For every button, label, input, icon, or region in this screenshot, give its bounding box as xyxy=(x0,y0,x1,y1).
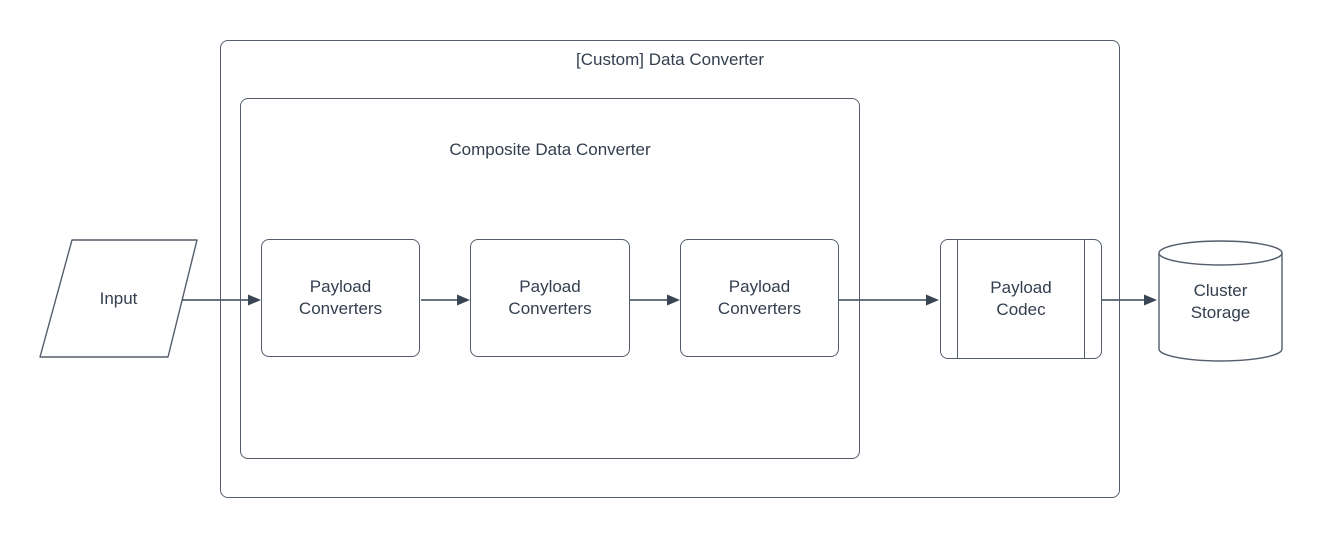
custom-data-converter-container xyxy=(220,40,1120,498)
cluster-storage-label-wrap: Cluster Storage xyxy=(1159,252,1282,352)
payload-codec-label: Payload Codec xyxy=(990,278,1052,319)
payload-converters-label-2: Payload Converters xyxy=(508,277,592,318)
payload-converters-node-3: Payload Converters xyxy=(680,239,839,357)
arrow-converter-1-to-2 xyxy=(421,294,470,306)
input-node-shape xyxy=(39,239,198,358)
payload-codec-node: Payload Codec xyxy=(940,239,1102,359)
payload-converters-node-1: Payload Converters xyxy=(261,239,420,357)
cluster-storage-label: Cluster Storage xyxy=(1190,281,1251,322)
input-node-label-wrap: Input xyxy=(40,240,197,357)
arrow-converter-2-to-3 xyxy=(630,294,680,306)
composite-data-converter-container xyxy=(240,98,860,459)
arrow-converter-3-to-codec xyxy=(839,294,939,306)
arrow-codec-to-storage xyxy=(1102,294,1157,306)
custom-data-converter-title: [Custom] Data Converter xyxy=(575,50,764,69)
payload-converters-node-2: Payload Converters xyxy=(470,239,630,357)
input-node-label: Input xyxy=(99,288,138,308)
composite-data-converter-title: Composite Data Converter xyxy=(449,140,651,159)
arrow-input-to-converter-1 xyxy=(182,294,261,306)
payload-converters-label-3: Payload Converters xyxy=(717,277,802,318)
cluster-storage-shape xyxy=(1158,240,1283,362)
payload-converters-label-1: Payload Converters xyxy=(298,277,383,318)
payload-codec-side-bars xyxy=(957,240,1085,358)
